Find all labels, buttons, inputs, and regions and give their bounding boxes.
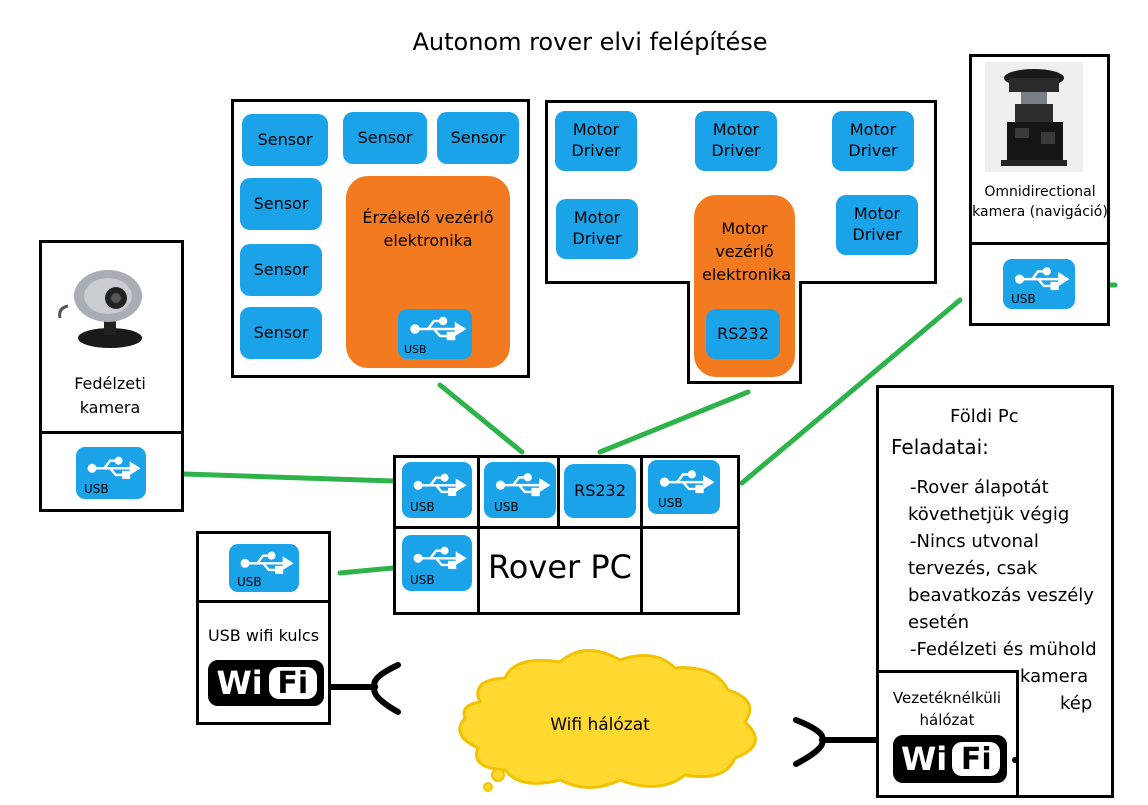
wifi-logo: Wi Fi xyxy=(208,660,324,706)
ground-pc-line: követhetjük végig xyxy=(908,504,1070,525)
ground-pc-line: kép xyxy=(1060,693,1093,714)
onboard-camera-label: Fedélzeti kamera xyxy=(74,374,146,417)
ground-pc-divider xyxy=(876,670,1019,673)
ground-pc-line: -Nincs utvonal xyxy=(910,531,1039,552)
sensor-2: Sensor xyxy=(343,112,427,164)
omni-camera-usb-port: USB xyxy=(1003,259,1075,309)
usb-icon xyxy=(413,473,467,496)
motor-driver-1: Motor Driver xyxy=(555,111,637,171)
motor-controller-rs232-port: RS232 xyxy=(706,309,780,359)
rover-pc-usb-port-3: USB xyxy=(648,460,720,514)
rover-pc-usb-port-1: USB xyxy=(402,462,472,518)
sensor-3: Sensor xyxy=(437,112,519,164)
usb-label: USB xyxy=(658,496,683,510)
omni-camera-image xyxy=(985,62,1083,172)
usb-icon xyxy=(1014,267,1070,291)
motor-driver-3: Motor Driver xyxy=(832,111,914,171)
usb-wifi-key-usb-port: USB xyxy=(229,544,299,592)
webcam-image xyxy=(58,270,142,348)
ground-pc-divider-v xyxy=(1016,670,1019,798)
link-motor-to-pc xyxy=(597,389,751,455)
ground-wifi-logo: Wi Fi xyxy=(893,735,1007,783)
usb-icon xyxy=(413,546,467,569)
usb-wifi-key-label: USB wifi kulcs xyxy=(207,626,320,645)
sensor-controller-usb-port: USB xyxy=(398,309,472,359)
rover-pc-rs232-port: RS232 xyxy=(564,464,636,518)
usb-label: USB xyxy=(410,573,435,587)
motor-driver-2: Motor Driver xyxy=(695,111,777,171)
onboard-camera-divider xyxy=(39,431,184,434)
usb-wifi-key-divider xyxy=(196,600,331,603)
ground-wifi-dot xyxy=(1012,757,1018,763)
ground-wireless-label: Vezetéknélküli hálózat xyxy=(892,689,1002,729)
ground-pc-line: beavatkozás veszély xyxy=(908,585,1094,606)
ground-pc-box xyxy=(876,385,1114,798)
usb-icon xyxy=(410,316,467,341)
ground-pc-line: kamera xyxy=(1020,666,1089,687)
usb-label: USB xyxy=(404,343,427,356)
link-sensor-to-pc xyxy=(437,382,525,455)
sensor-5: Sensor xyxy=(240,244,322,296)
sensor-1: Sensor xyxy=(242,114,328,166)
onboard-camera-usb-port: USB xyxy=(76,447,146,499)
omni-camera-label: Omnidirectional kamera (navigáció) xyxy=(972,184,1108,221)
link-omni-to-pc xyxy=(739,297,963,486)
rover-pc-vline-2 xyxy=(557,455,560,528)
wifi-key-antenna xyxy=(325,662,401,715)
rover-pc-usb-port-2: USB xyxy=(484,462,556,518)
usb-label: USB xyxy=(410,500,435,514)
wifi-logo-fi: Fi xyxy=(268,666,317,701)
link-onboard-cam-to-pc xyxy=(182,471,396,484)
motor-controller-label: Motor vezérlő elektronika xyxy=(702,219,792,285)
sensor-4: Sensor xyxy=(240,178,322,230)
rover-pc-hline xyxy=(393,526,740,529)
diagram-title: Autonom rover elvi felépítése xyxy=(412,28,768,56)
usb-label: USB xyxy=(1011,292,1036,306)
motor-box-bottom-left xyxy=(545,281,690,284)
rover-pc-vline-1 xyxy=(477,455,480,615)
ground-pc-line: -Rover álapotát xyxy=(910,477,1049,498)
rover-pc-usb-port-4: USB xyxy=(402,535,472,591)
wifi-logo-fi: Fi xyxy=(952,742,1000,777)
rover-pc-title: Rover PC xyxy=(488,548,632,586)
motor-box-bottom-right xyxy=(799,281,937,284)
wifi-logo-wi: Wi xyxy=(216,664,263,702)
usb-icon xyxy=(87,456,141,479)
ground-antenna xyxy=(793,717,883,767)
ground-pc-line: -Fedélzeti és mühold xyxy=(910,639,1097,660)
wifi-network-label: Wifi hálózat xyxy=(550,715,650,735)
link-wifi-key-to-pc xyxy=(337,565,396,576)
ground-pc-line: tervezés, csak xyxy=(908,558,1038,579)
ground-pc-tasks-heading: Feladatai: xyxy=(891,435,989,459)
usb-icon xyxy=(240,551,294,574)
wifi-cloud-shape xyxy=(458,649,757,789)
motor-driver-5: Motor Driver xyxy=(836,195,918,255)
wifi-logo-wi: Wi xyxy=(900,740,948,778)
ground-pc-title: Földi Pc xyxy=(950,406,1019,427)
usb-icon xyxy=(659,470,715,494)
sensor-6: Sensor xyxy=(240,307,322,359)
motor-driver-4: Motor Driver xyxy=(556,199,638,259)
omni-camera-divider xyxy=(969,242,1110,245)
usb-label: USB xyxy=(84,482,109,496)
sensor-controller-label: Érzékelő vezérlő elektronika xyxy=(362,208,494,251)
usb-icon xyxy=(495,473,551,497)
usb-label: USB xyxy=(494,500,519,514)
rover-pc-vline-3 xyxy=(640,455,643,615)
motor-box-stem xyxy=(687,281,802,384)
ground-pc-line: esetén xyxy=(908,612,970,633)
usb-label: USB xyxy=(237,575,262,589)
